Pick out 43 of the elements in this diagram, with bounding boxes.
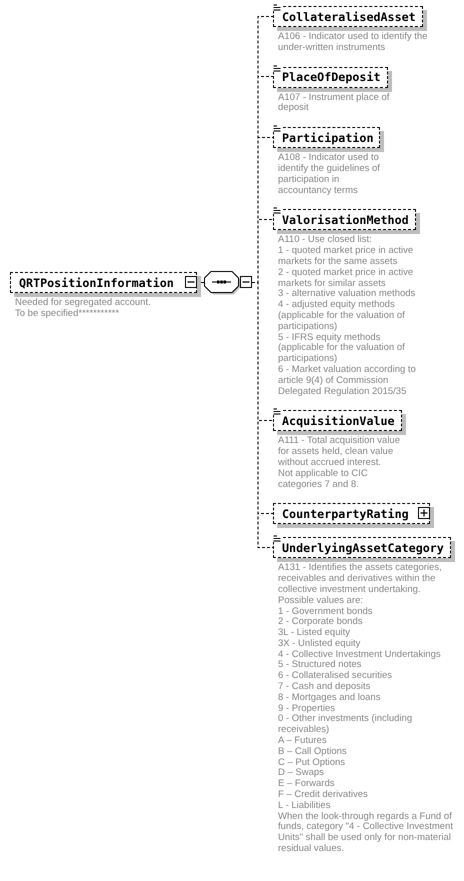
annotation-text: C – Put Options [278, 758, 346, 768]
annotation-text: 2 - Corporate bonds [278, 617, 364, 628]
element-name: UnderlyingAssetCategory [282, 540, 444, 555]
annotation-text: 5 - Structured notes [278, 660, 362, 671]
annotation-text: 9 - Properties [278, 704, 336, 714]
annotation-text: Needed for segregated account. [15, 298, 152, 309]
annotation-text: 2 - quoted market price in active markets for similar assets [278, 268, 414, 289]
annotation-text: 1 - quoted market price in active markets for the same assets [278, 246, 414, 268]
element-name: AcquisitionValue [282, 414, 395, 428]
annotation-text: Possible values are: [278, 596, 364, 606]
annotation-text: A – Futures [278, 736, 328, 747]
annotation-text: F – Credit derivatives [278, 790, 369, 801]
element-name: QRTPositionInformation [19, 276, 174, 290]
annotation-text: 3L - Listed equity [278, 628, 351, 639]
annotation-text: 6 - Market valuation according to article 9(4) of Commission Delegated Regulation 2015/35 [278, 364, 417, 398]
annotation-text: A108 - Indicator used to identify the guidelines of participation in accountancy terms [278, 153, 381, 196]
annotation-text: D – Swaps [278, 768, 325, 779]
annotation-text: Not applicable to CIC categories 7 and 8. [278, 468, 369, 490]
annotation-text: 4 - adjusted equity methods (applicable for the valuation of participations) [278, 300, 406, 333]
element-name: Participation [282, 130, 374, 145]
element-name: CollateralisedAsset [282, 10, 416, 24]
annotation-text: 5 - IFRS equity methods (applicable for the valuation of participations) [278, 332, 406, 365]
annotation-text: A111 - Total acquisition value for assets held, clean value without accrued interest. [278, 436, 401, 469]
annotation-text: B – Call Options [278, 746, 348, 758]
annotation-text: 0 - Other investments (including receivables) [278, 714, 414, 736]
annotation-text: L - Liabilities [278, 800, 332, 812]
annotation-text: E – Forwards [278, 779, 336, 790]
annotation-text: 3X - Unlisted equity [278, 638, 362, 650]
annotation-text: 3 - alternative valuation methods [278, 289, 416, 300]
element-name: ValorisationMethod [282, 212, 409, 227]
annotation-text: A131 - Identifies the assets categories, receivables and derivatives within the collective investment undertaking. [278, 563, 443, 596]
annotation-text: 7 - Cash and deposits [278, 682, 372, 693]
annotation-text: 8 - Mortgages and loans [278, 692, 382, 704]
annotation-text: 4 - Collective Investment Undertakings [278, 650, 442, 660]
element-name: PlaceOfDeposit [282, 70, 381, 84]
annotation-text: 6 - Collateralised securities [278, 671, 394, 682]
annotation-text: To be specified*********** [15, 308, 120, 320]
annotation-text: When the look-through regards a Fund of funds, category "4 - Collective Investment Units" shall be used only for non-material residual values. [278, 812, 454, 855]
annotation-text: A107 - Instrument place of deposit [278, 92, 390, 114]
annotation-text: 1 - Government bonds [278, 606, 374, 617]
annotation-text: A106 - Indicator used to identify the under-written instruments [278, 32, 428, 54]
annotation-text: A110 - Use closed list: [278, 235, 373, 246]
element-name: CounterpartyRating [282, 506, 409, 521]
